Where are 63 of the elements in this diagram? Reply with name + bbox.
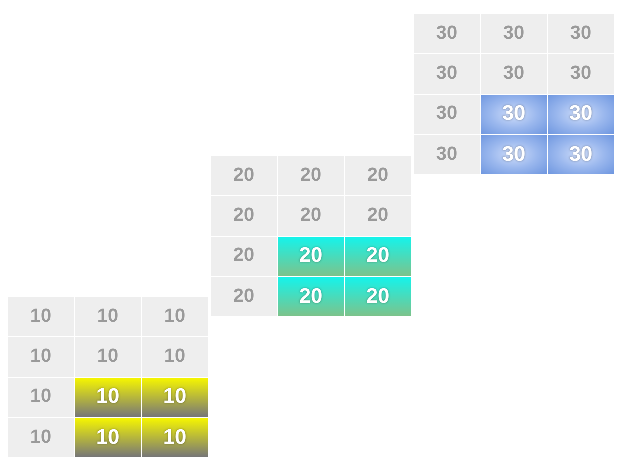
highlighted-cell	[345, 236, 411, 276]
cell-value: 10	[163, 385, 187, 410]
cell-value: 30	[569, 102, 593, 126]
table-cell	[414, 54, 480, 94]
cell-value: 30	[502, 102, 526, 126]
table-cell	[414, 94, 480, 134]
cell-value: 10	[164, 346, 186, 368]
cell-value: 10	[163, 426, 187, 450]
table-cell	[211, 236, 277, 276]
table-cell	[8, 378, 74, 417]
table-cell	[8, 337, 74, 377]
cell-value: 20	[299, 284, 323, 309]
cell-value: 30	[570, 62, 592, 85]
table-cell	[481, 54, 547, 94]
highlighted-cell	[481, 94, 547, 134]
cell-value: 10	[96, 385, 120, 410]
cell-value: 10	[30, 426, 52, 449]
cell-value: 10	[164, 306, 186, 328]
cell-value: 20	[233, 204, 255, 227]
highlighted-cell	[481, 134, 547, 174]
cell-value: 10	[30, 386, 52, 408]
cell-value: 30	[436, 22, 458, 45]
cell-value: 20	[366, 244, 390, 268]
highlighted-cell	[75, 378, 141, 417]
cell-value: 20	[299, 244, 323, 268]
cell-value: 30	[436, 103, 458, 126]
cell-value: 20	[300, 164, 322, 187]
cell-value: 30	[570, 22, 592, 45]
highlighted-cell	[548, 134, 614, 174]
cell-value: 30	[436, 62, 458, 85]
cell-value: 20	[233, 245, 255, 268]
cell-value: 30	[569, 142, 593, 167]
highlighted-cell	[75, 418, 141, 458]
table-cell	[75, 337, 141, 377]
cell-value: 10	[97, 306, 119, 328]
cell-value: 10	[30, 346, 52, 368]
table-cell	[211, 196, 277, 236]
highlighted-cell	[142, 378, 208, 417]
cell-value: 20	[300, 204, 322, 227]
cell-value: 10	[30, 306, 52, 328]
table-cell	[345, 196, 411, 236]
cell-value: 10	[97, 346, 119, 368]
table-cell	[548, 54, 614, 94]
cell-value: 30	[503, 22, 525, 45]
highlighted-cell	[345, 276, 411, 316]
cell-value: 30	[502, 142, 526, 167]
cell-value: 10	[96, 426, 120, 450]
table-cell	[8, 418, 74, 458]
table-cell	[414, 134, 480, 174]
cell-value: 20	[367, 164, 389, 187]
highlighted-cell	[142, 418, 208, 458]
cell-value: 20	[233, 286, 255, 308]
cell-value: 30	[503, 62, 525, 85]
table-cell	[278, 196, 344, 236]
table-cell	[211, 276, 277, 316]
cell-value: 20	[367, 204, 389, 227]
cell-value: 20	[366, 284, 390, 309]
cell-value: 20	[233, 164, 255, 187]
cell-value: 30	[436, 144, 458, 166]
highlighted-cell	[278, 236, 344, 276]
highlighted-cell	[548, 94, 614, 134]
table-cell	[142, 337, 208, 377]
highlighted-cell	[278, 276, 344, 316]
